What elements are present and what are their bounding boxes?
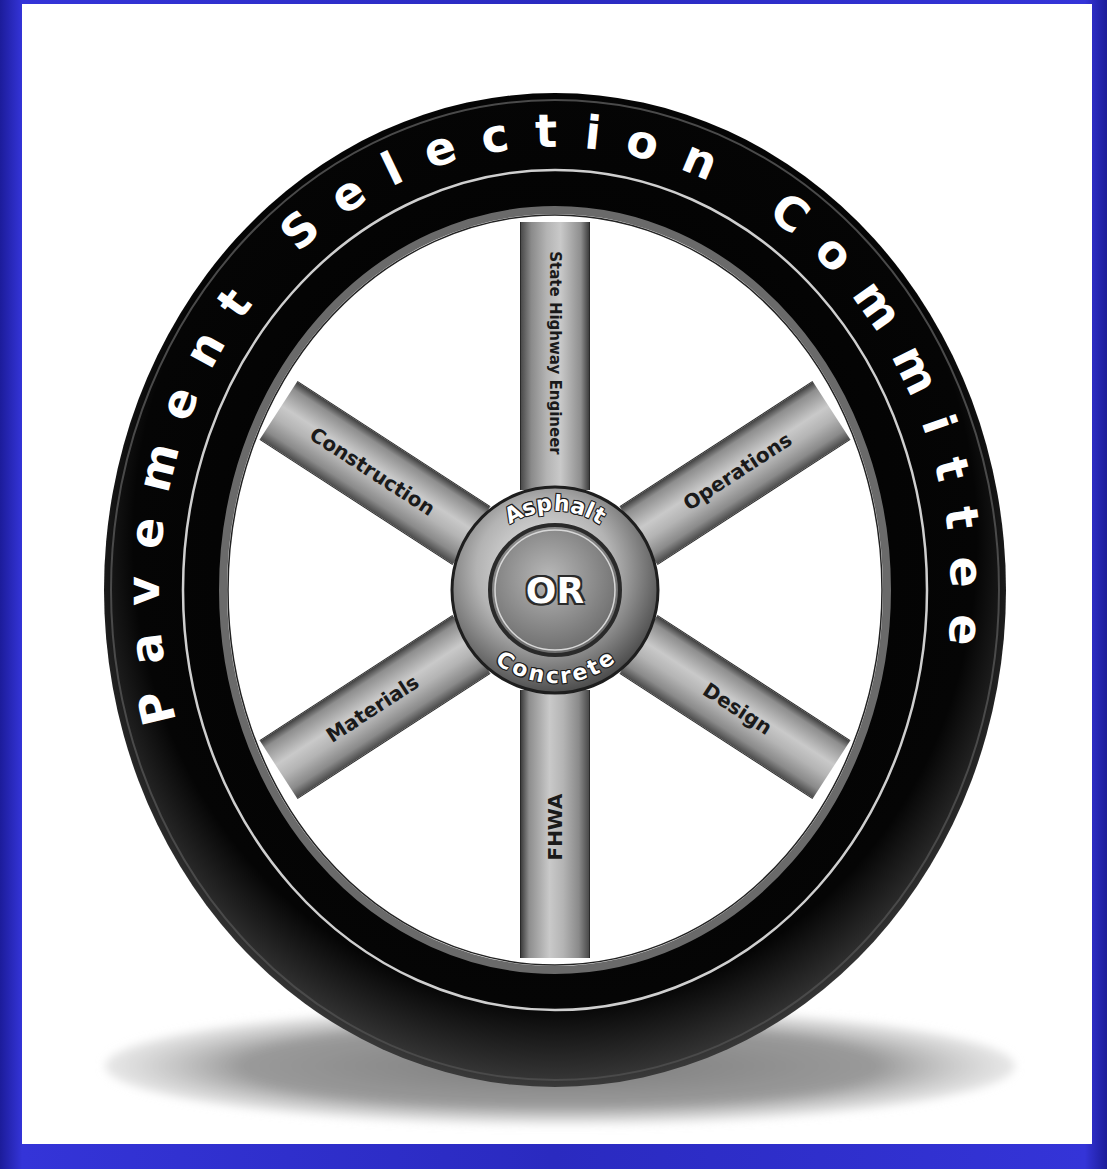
tire-node: Pavement Selection CommitteeState Highwa… (103, 92, 1007, 1088)
curved-letter: o (508, 654, 532, 683)
curved-letter: r (559, 662, 573, 688)
curved-letter: e (592, 645, 619, 674)
curved-letter: n (173, 322, 236, 377)
curved-letter: l (373, 141, 411, 197)
curved-letter: v (116, 576, 170, 606)
curved-letter: e (937, 613, 993, 648)
curved-letter: A (500, 498, 527, 528)
hub-center-label: OR (526, 570, 584, 611)
tire-edge-line (111, 100, 999, 1080)
curved-letter: s (519, 493, 539, 521)
curved-letter: t (583, 654, 603, 681)
curved-letter: t (934, 503, 991, 532)
curved-letter: i (911, 408, 967, 441)
spoke-label: Design (699, 678, 776, 739)
curved-letter: t (535, 104, 558, 158)
curved-letter: n (526, 660, 547, 688)
curved-letter: o (622, 112, 666, 172)
core-highlight (495, 530, 615, 650)
curved-letter: m (842, 270, 914, 340)
hub-node: AsphaltConcreteOR (450, 485, 660, 695)
curved-letter: e (148, 378, 210, 427)
tire-body (104, 93, 1006, 1087)
curved-letter: p (535, 490, 554, 517)
core-disc (490, 525, 620, 655)
curved-letter: n (674, 129, 725, 191)
curved-letter: i (582, 105, 603, 160)
curved-letter: e (118, 514, 175, 551)
curved-letter: m (882, 336, 952, 403)
curved-letter: e (416, 119, 462, 180)
curved-letter: m (126, 437, 190, 497)
wheel-rim-line (228, 215, 882, 965)
curved-letter: t (205, 278, 262, 327)
curved-letter (726, 156, 767, 211)
curved-letter: c (545, 663, 559, 688)
curved-letter: S (270, 198, 331, 260)
curved-letter: e (939, 555, 994, 588)
tire-inner-line (183, 170, 927, 1010)
curved-letter: P (127, 685, 187, 730)
curved-letter: C (760, 181, 820, 244)
curved-letter: e (320, 162, 376, 224)
curved-letter: l (581, 497, 598, 523)
curved-letter: a (567, 492, 588, 520)
curved-letter: c (477, 107, 513, 165)
curved-letter: t (588, 502, 610, 529)
curved-letter: a (118, 630, 175, 667)
spoke-bar: FHWA (520, 690, 590, 958)
curved-letter: h (553, 490, 570, 516)
spoke-label: State Highway Engineer (547, 251, 564, 455)
wheel-rim (223, 210, 887, 970)
spoke-label: FHWA (544, 793, 566, 860)
spoke-bar: State Highway Engineer (520, 222, 590, 490)
hub-disc (452, 487, 658, 693)
curved-letter: t (924, 452, 982, 486)
curved-letter: o (804, 223, 865, 283)
curved-letter (237, 242, 288, 290)
curved-letter: e (569, 658, 590, 686)
curved-letter: C (492, 645, 520, 675)
hub-center-node: OR (487, 522, 623, 658)
